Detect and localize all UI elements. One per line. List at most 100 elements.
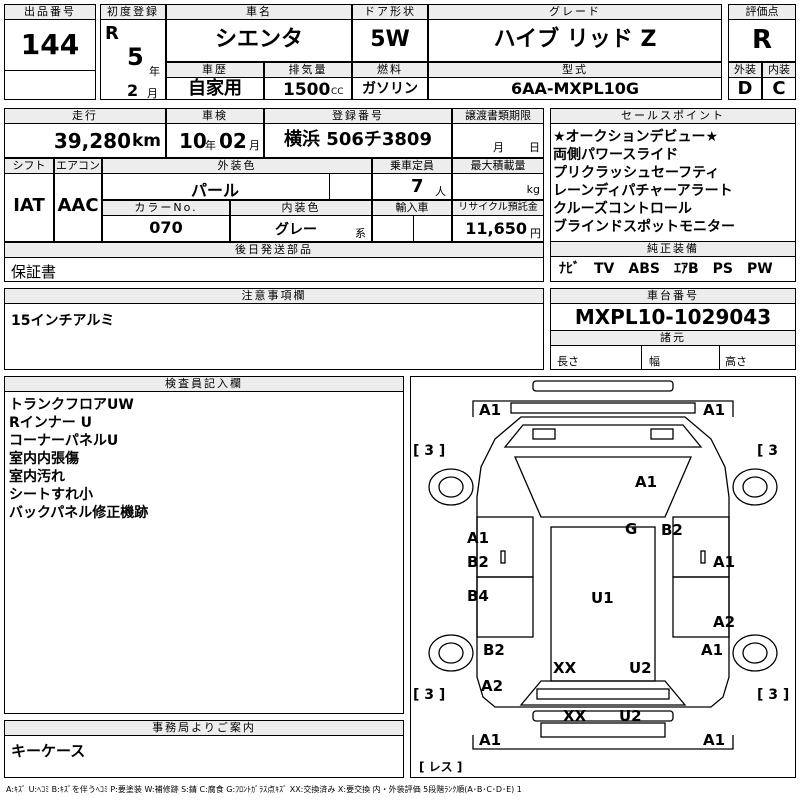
recycle-box: リサイクル預託金 11,650 円 [452,200,544,242]
load-box: 最大積載量 kg [452,158,544,200]
transfer-box: 譲渡書類期限 月 日 [452,108,544,158]
sales-point: 両側パワースライド [553,147,679,163]
insp-month: 02 [219,129,247,153]
inspector-line: トランクフロアUW [9,397,134,413]
ext-box: 外装 D [728,62,762,100]
disp-box: 排気量 1500 CC [264,62,352,100]
spare-tire: [ レス ] [419,760,462,774]
inspector-lines: トランクフロアUW Rインナー U コーナーパネルU 室内内張傷 室内汚れ シー… [5,392,403,522]
score-label: 評価点 [729,5,795,20]
mark-right-rear-door: A2 [713,613,735,631]
type-box: 型式 6AA-MXPL10G [428,62,722,100]
history-label: 車歴 [167,63,263,78]
plate-value: 横浜 506チ3809 [284,129,432,150]
office-box: 事務局よりご案内 キーケース [4,720,404,778]
tire-front-right [732,468,778,506]
color-no-value: 070 [149,218,183,237]
mark-left-front-door: A1 [467,529,489,547]
body-outline [476,416,730,708]
spec-divider-1 [641,346,642,370]
tire-rear-right [732,634,778,672]
mirror-left [500,550,506,564]
inspector-line: 室内汚れ [9,469,65,485]
transfer-month: 月 [493,141,504,154]
aircon-label: エアコン [55,159,101,174]
ext-value: D [737,78,753,99]
mark-left-quarter: A2 [481,677,503,695]
mark-roof: U1 [591,589,614,607]
sales-point: ★オークションデビュー★ [553,129,719,145]
model-box: 車名 シエンタ [166,4,352,62]
hood [503,424,703,448]
tire-front-left [428,468,474,506]
color-divider [329,173,330,199]
shift-box: シフト IAT [4,158,54,242]
lot-number: 144 [20,28,80,61]
headlight-left [532,428,556,440]
import-label: 輸入車 [373,201,451,216]
notes-label: 注意事項欄 [5,289,543,304]
model-label: 車名 [167,5,351,20]
inspector-line: コーナーパネルU [9,433,119,449]
rear-bumper-top [532,710,674,722]
wheel-rear-left [438,642,464,664]
plate-label: 登録番号 [265,109,451,124]
type-label: 型式 [429,63,721,78]
lot-blank [5,70,95,101]
chassis-label: 車台番号 [551,289,795,304]
car-diagram-box: A1 A1 A1 G B2 A1 B2 B4 B2 A2 A1 A2 A1 U1… [410,376,796,778]
headlight-right [650,428,674,440]
wheel-rear-right [742,642,768,664]
aircon-value: AAC [57,195,99,216]
tire-tread-rear-right: [ 3 ] [757,687,789,703]
chassis-box: 車台番号 MXPL10-1029043 諸元 長さ 幅 高さ [550,288,796,370]
door-rear-right [672,576,730,638]
rear-window [519,680,687,706]
equip-label: 純正装備 [551,242,795,257]
disp-value: 1500 [283,80,331,100]
int-color-label: 内装色 [231,201,371,216]
fuel-box: 燃料 ガソリン [352,62,428,100]
mileage-label: 走行 [5,109,165,124]
mark-right-rear-fender: A1 [701,641,723,659]
sales-point: ブラインドスポットモニター [553,219,735,235]
tire-tread-front-left: [ 3 ] [413,443,445,459]
width-label: 幅 [649,355,660,368]
import-box: 輸入車 [372,200,452,242]
inspector-line: シートすれ小 [9,487,93,503]
color-no-box: カラーNo. 070 [102,200,230,242]
ext-label: 外装 [729,63,761,78]
reg-year: 5 [127,43,144,71]
color-label: 外装色 [103,159,371,174]
fuel-value: ガソリン [362,81,418,97]
spec-divider-2 [719,346,720,370]
sales-point: レーンディパチャーアラート [553,183,733,199]
inspector-label: 検査員記入欄 [5,377,403,392]
capacity-value: 7 [411,176,424,197]
disp-unit: CC [331,87,344,97]
transfer-day: 日 [529,141,540,154]
int-box: 内装 C [762,62,796,100]
mark-hood: A1 [635,473,657,491]
mark-left-front-lower: B2 [467,553,489,571]
insp-year: 10 [179,129,207,153]
history-value: 自家用 [188,78,242,99]
legend: A:ｷｽﾞ U:ﾍｺﾐ B:ｷｽﾞを伴うﾍｺﾐ P:要塗装 W:補修跡 S:錆 … [6,785,522,794]
office-label: 事務局よりご案内 [5,721,403,736]
inspector-line: Rインナー U [9,415,93,431]
reg-month: 2 [127,81,139,100]
int-value: C [772,78,786,99]
era-value: R [105,23,119,44]
mark-rear-bumper-right: U2 [619,707,642,725]
sales-points: ★オークションデビュー★ 両側パワースライド プリクラッシュセーフティ レーンデ… [551,124,795,236]
sales-point: プリクラッシュセーフティ [553,165,720,181]
rear-bumper-bottom [540,722,666,738]
mark-right-front-door: A1 [713,553,735,571]
length-label: 長さ [557,355,579,368]
wheel-front-left [438,476,464,498]
notes-value: 15インチアルミ [11,313,115,329]
equip-section: 純正装備 ﾅﾋﾞ TV ABS ｴｱB PS PW [551,241,795,281]
door-box: ドア形状 5W [352,4,428,62]
tire-tread-front-right: [ 3 [757,443,778,459]
chassis-value: MXPL10-1029043 [574,305,772,329]
